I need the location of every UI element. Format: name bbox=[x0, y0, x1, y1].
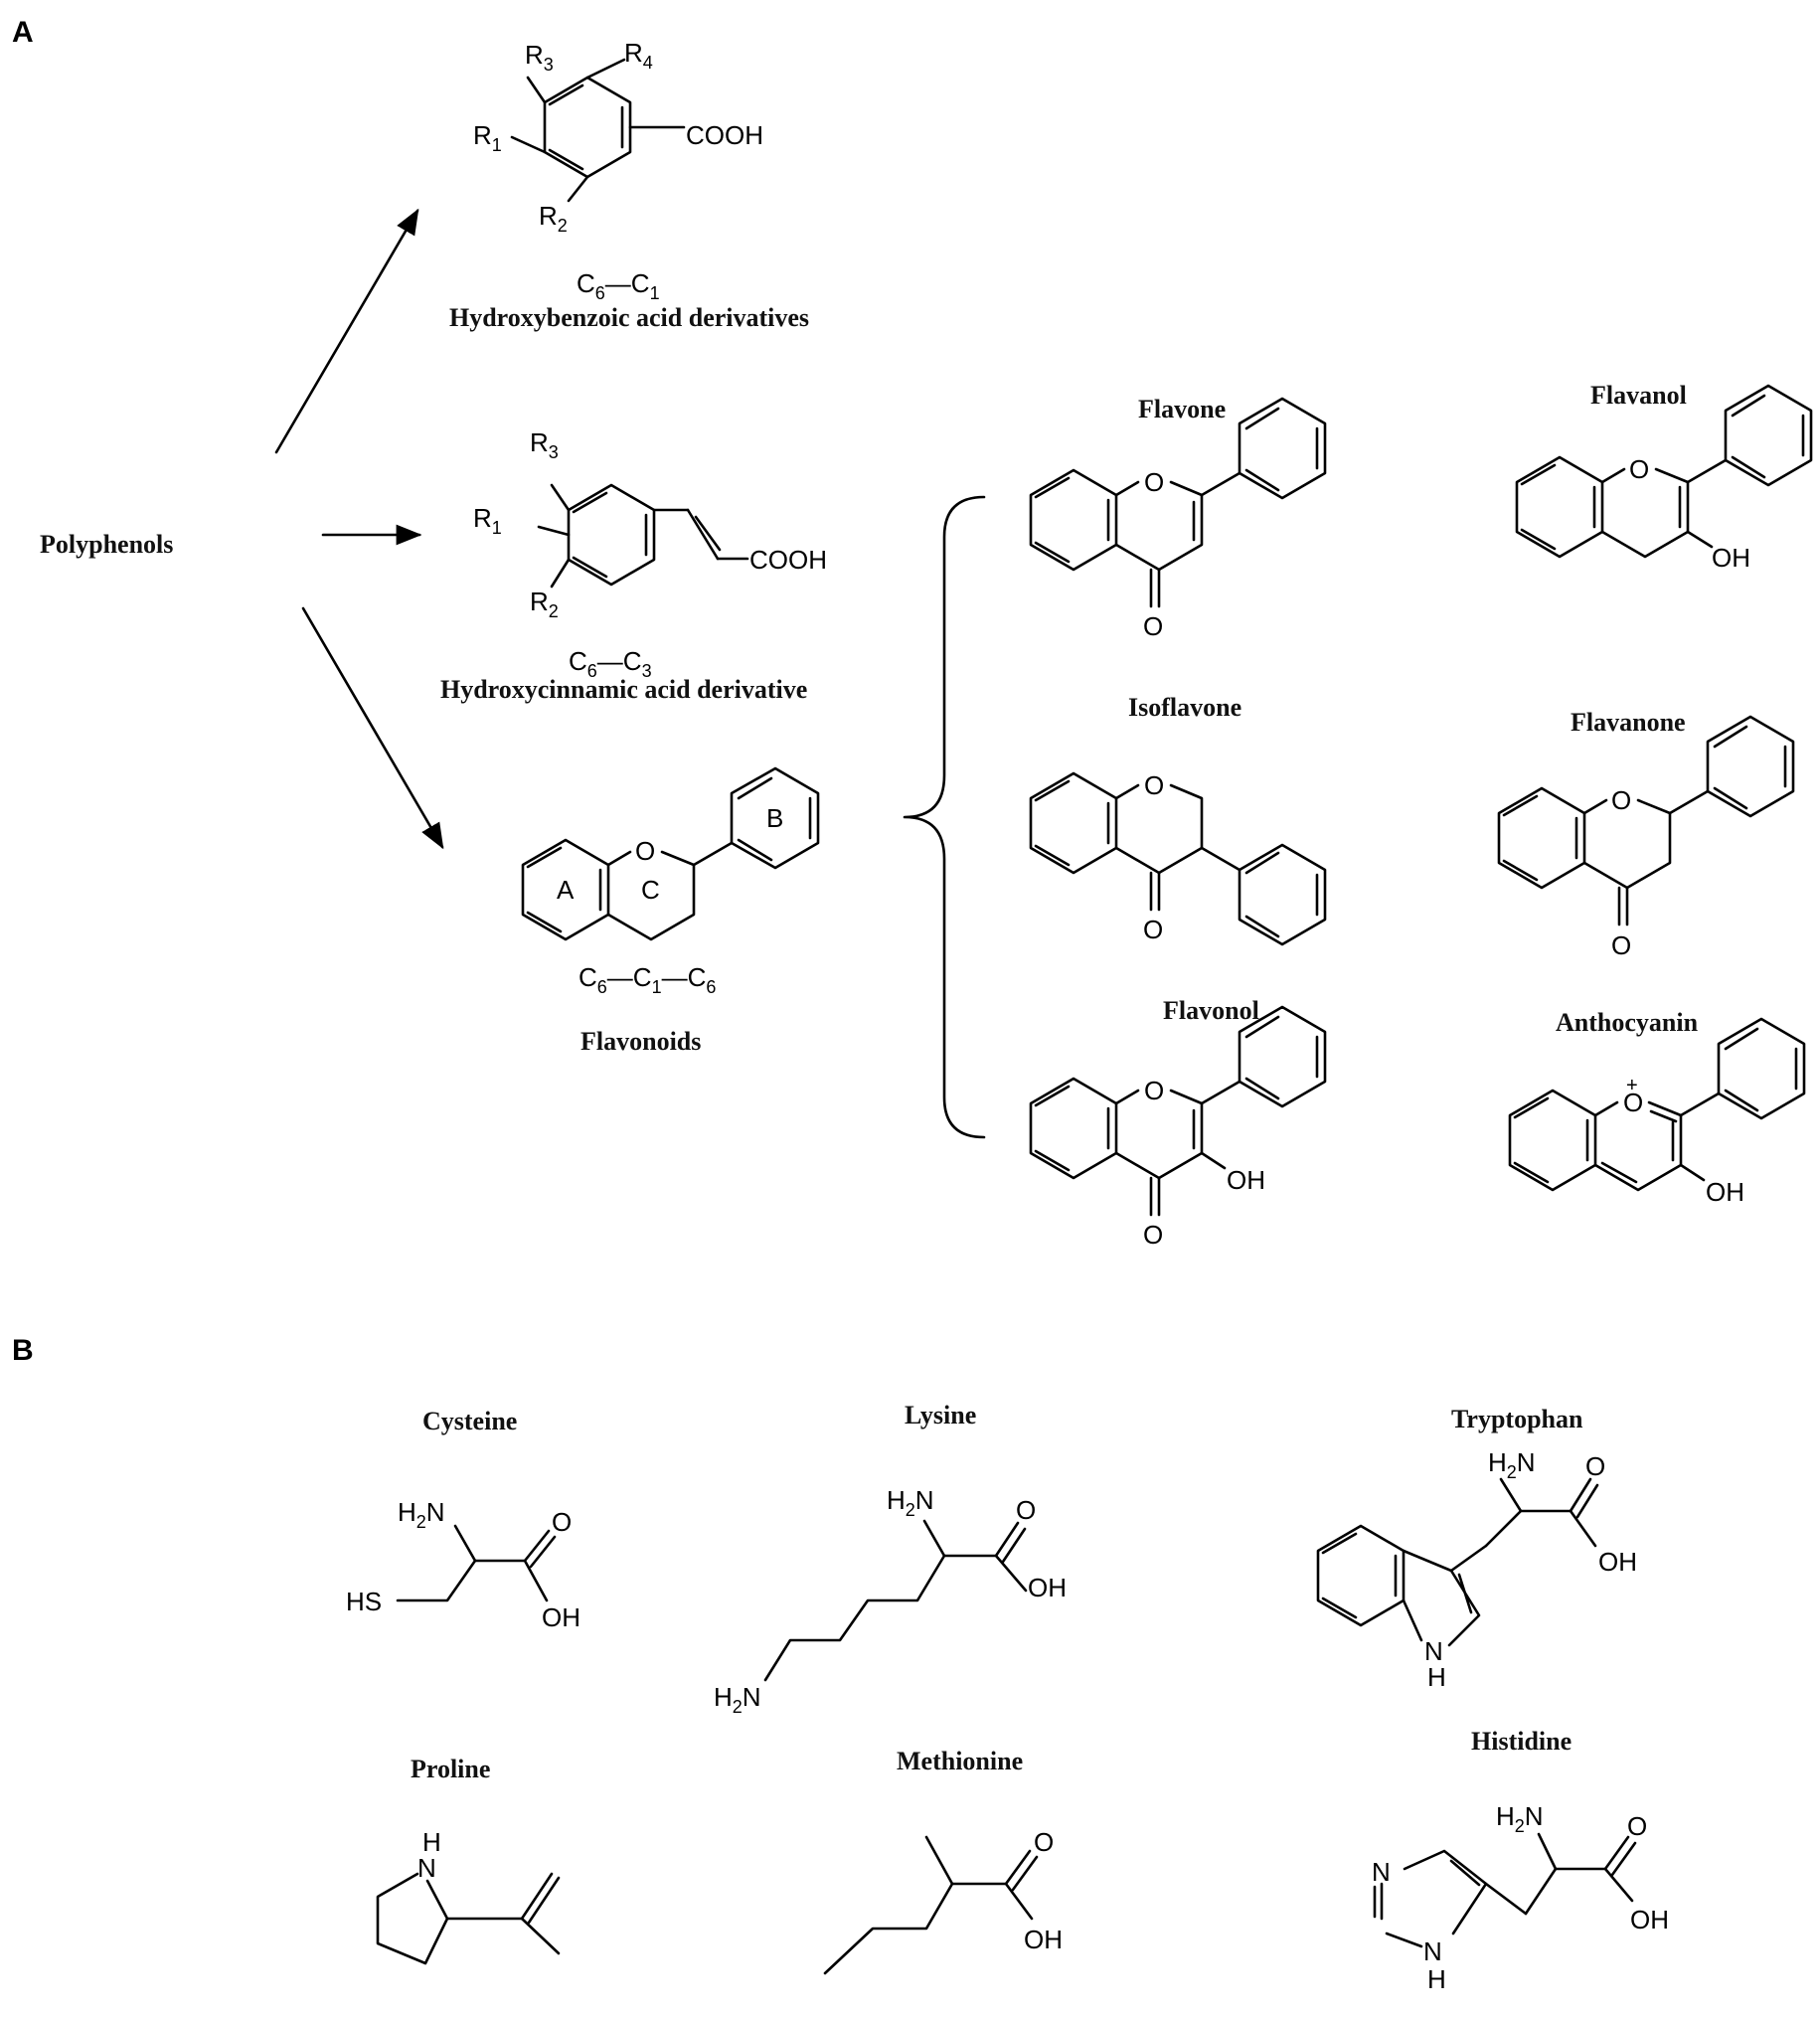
histidine-structure: N N H H2N O OH bbox=[1372, 1801, 1669, 1994]
class-brace bbox=[903, 495, 986, 1139]
flavonoids-name: Flavonoids bbox=[580, 1027, 701, 1056]
svg-text:OH: OH bbox=[1712, 543, 1750, 573]
svg-text:C: C bbox=[641, 875, 660, 905]
svg-text:R3: R3 bbox=[525, 40, 554, 75]
svg-text:OH: OH bbox=[1028, 1573, 1067, 1602]
svg-text:H2N: H2N bbox=[1496, 1801, 1544, 1836]
svg-text:R3: R3 bbox=[530, 427, 559, 462]
svg-text:OH: OH bbox=[1706, 1177, 1744, 1207]
tryptophan-name: Tryptophan bbox=[1451, 1405, 1583, 1433]
isoflavone-name: Isoflavone bbox=[1128, 693, 1241, 722]
svg-text:A: A bbox=[557, 875, 575, 905]
svg-text:O: O bbox=[1585, 1451, 1605, 1481]
svg-text:COOH: COOH bbox=[686, 120, 763, 150]
proline-structure: N H bbox=[376, 1827, 561, 1965]
svg-text:H2N: H2N bbox=[1488, 1447, 1536, 1482]
methionine-name: Methionine bbox=[897, 1747, 1023, 1775]
svg-text:O: O bbox=[1629, 454, 1649, 484]
svg-text:R2: R2 bbox=[539, 201, 568, 236]
flavonol-structure: O OH O bbox=[1029, 1005, 1327, 1250]
flavanone-name: Flavanone bbox=[1571, 708, 1686, 737]
svg-text:N: N bbox=[1424, 1636, 1443, 1666]
svg-text:R1: R1 bbox=[473, 120, 502, 155]
svg-text:O: O bbox=[1016, 1495, 1036, 1525]
svg-text:O: O bbox=[635, 836, 655, 866]
panel-a-label: A bbox=[12, 16, 34, 49]
svg-text:O: O bbox=[1034, 1827, 1054, 1857]
svg-text:O: O bbox=[1143, 1220, 1163, 1250]
svg-text:OH: OH bbox=[1598, 1547, 1637, 1577]
svg-text:+: + bbox=[1626, 1075, 1638, 1096]
hydroxycinnamic-acid-structure: COOH R3 R1 R2 bbox=[473, 427, 827, 621]
svg-text:R1: R1 bbox=[473, 503, 502, 538]
formula-c6-c1-c6: C6—C1—C6 bbox=[579, 962, 716, 997]
flavonol-name: Flavonol bbox=[1163, 996, 1259, 1025]
hydroxycinnamic-name: Hydroxycinnamic acid derivative bbox=[440, 675, 807, 704]
cysteine-structure: HS H2N O OH bbox=[346, 1497, 580, 1632]
svg-text:O: O bbox=[552, 1507, 572, 1537]
svg-text:H2N: H2N bbox=[887, 1485, 934, 1520]
svg-text:H: H bbox=[422, 1827, 441, 1857]
formula-c6-c3: C6—C3 bbox=[569, 646, 652, 681]
svg-text:H2N: H2N bbox=[714, 1682, 761, 1717]
anthocyanin-name: Anthocyanin bbox=[1556, 1008, 1699, 1037]
svg-text:OH: OH bbox=[542, 1602, 580, 1632]
svg-text:O: O bbox=[1627, 1811, 1647, 1841]
svg-text:R2: R2 bbox=[530, 587, 559, 621]
formula-c6-c1: C6—C1 bbox=[577, 268, 660, 303]
flavanone-structure: O O bbox=[1497, 715, 1795, 960]
svg-text:COOH: COOH bbox=[749, 545, 827, 575]
isoflavone-structure: O O bbox=[1029, 770, 1327, 946]
histidine-name: Histidine bbox=[1471, 1727, 1572, 1756]
svg-text:H: H bbox=[1427, 1964, 1446, 1994]
svg-text:O: O bbox=[1144, 467, 1164, 497]
svg-text:OH: OH bbox=[1227, 1165, 1265, 1195]
arrow-to-hydroxybenzoic bbox=[274, 208, 419, 454]
pathway-arrows bbox=[274, 208, 444, 850]
anthocyanin-structure: O + OH bbox=[1508, 1017, 1806, 1207]
flavanol-structure: O OH bbox=[1515, 384, 1813, 573]
svg-text:H2N: H2N bbox=[398, 1497, 445, 1532]
flavone-structure: O O bbox=[1029, 397, 1327, 641]
svg-text:O: O bbox=[1611, 785, 1631, 815]
svg-text:O: O bbox=[1144, 770, 1164, 800]
hydroxybenzoic-name: Hydroxybenzoic acid derivatives bbox=[449, 303, 809, 332]
svg-text:HS: HS bbox=[346, 1587, 382, 1616]
svg-text:O: O bbox=[1144, 1076, 1164, 1105]
flavanol-name: Flavanol bbox=[1590, 381, 1687, 410]
arrow-to-flavonoids bbox=[301, 606, 444, 850]
svg-text:B: B bbox=[766, 803, 783, 833]
hydroxybenzoic-acid-structure: COOH R4 R3 R1 R2 bbox=[473, 38, 763, 236]
flavonoid-skeleton-structure: O A C B bbox=[521, 766, 820, 941]
svg-text:O: O bbox=[1143, 915, 1163, 944]
tryptophan-structure: N H H2N O OH bbox=[1316, 1447, 1637, 1692]
svg-text:OH: OH bbox=[1024, 1925, 1063, 1954]
svg-text:N: N bbox=[1423, 1936, 1442, 1966]
lysine-name: Lysine bbox=[905, 1401, 976, 1429]
svg-text:O: O bbox=[1623, 1088, 1643, 1117]
flavone-name: Flavone bbox=[1138, 395, 1226, 423]
proline-name: Proline bbox=[411, 1755, 490, 1783]
methionine-structure: O OH bbox=[823, 1827, 1063, 1975]
svg-text:H: H bbox=[1427, 1662, 1446, 1692]
lysine-structure: H2N H2N O OH bbox=[714, 1485, 1067, 1717]
svg-text:O: O bbox=[1611, 930, 1631, 960]
svg-text:R4: R4 bbox=[624, 38, 653, 73]
svg-text:OH: OH bbox=[1630, 1905, 1669, 1934]
svg-text:N: N bbox=[417, 1853, 436, 1883]
cysteine-name: Cysteine bbox=[422, 1407, 517, 1435]
polyphenols-label: Polyphenols bbox=[40, 530, 173, 559]
panel-b-label: B bbox=[12, 1334, 34, 1367]
svg-text:O: O bbox=[1143, 611, 1163, 641]
svg-text:N: N bbox=[1372, 1857, 1391, 1887]
